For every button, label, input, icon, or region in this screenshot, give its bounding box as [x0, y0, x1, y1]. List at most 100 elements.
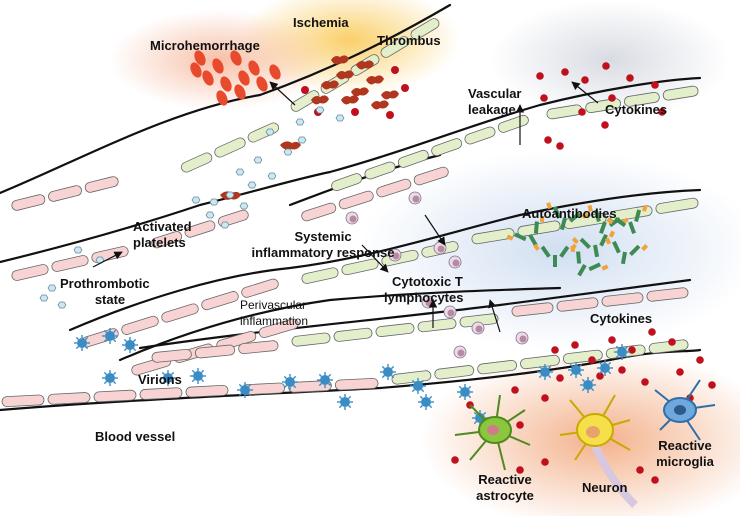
- endothelial-cell: [194, 344, 236, 359]
- cytokine: [556, 374, 564, 382]
- virion-spike: [348, 405, 352, 409]
- virion-spike: [248, 393, 252, 397]
- cytokine: [551, 346, 559, 354]
- antibody: [571, 230, 615, 258]
- cytokine: [578, 108, 586, 116]
- antibody: [606, 204, 648, 234]
- virion-spike: [113, 339, 117, 343]
- activated-platelets: [39, 106, 345, 309]
- antibody: [546, 202, 589, 231]
- endothelial-cell: [624, 91, 660, 107]
- virion-spike: [133, 338, 137, 342]
- antibody: [570, 245, 609, 277]
- thrombus-cytokine: [351, 108, 359, 116]
- label-activated-platelets-1: Activated: [133, 219, 192, 234]
- virion: [571, 365, 581, 375]
- virion: [583, 380, 593, 390]
- virion-spike: [538, 365, 542, 369]
- virion: [413, 381, 423, 391]
- endothelial-cell: [301, 202, 337, 222]
- endothelial-cell: [662, 85, 699, 101]
- neuron-cell: [559, 394, 638, 508]
- virion: [617, 347, 627, 357]
- cytokine: [571, 341, 579, 349]
- virion-spike: [391, 375, 395, 379]
- endothelial-cell: [51, 255, 89, 272]
- cytokine: [668, 338, 676, 346]
- cytokine: [626, 74, 634, 82]
- virion-spike: [381, 375, 385, 379]
- endothelial-cell: [1, 394, 45, 408]
- virion-spike: [608, 371, 612, 375]
- endothelial-cell: [93, 389, 137, 403]
- microhemorrhage-rbcs: [190, 50, 281, 106]
- endothelial-cell: [47, 392, 91, 405]
- virion-spike: [113, 329, 117, 333]
- thrombus-fragment: [280, 141, 301, 150]
- virion-spike: [171, 381, 175, 385]
- platelet: [47, 284, 57, 292]
- label-systemic-1: Systemic: [294, 229, 352, 244]
- cytokine: [608, 336, 616, 344]
- label-perivascular-1: Perivascular: [240, 298, 307, 312]
- endothelial-cell: [180, 152, 213, 173]
- platelet: [95, 256, 105, 264]
- cytokine: [641, 378, 649, 386]
- virion: [475, 413, 485, 423]
- thrombus-fragment: [336, 70, 354, 80]
- virion-spike: [598, 371, 602, 375]
- endothelial-cell: [364, 161, 396, 180]
- arrow-prothrombotic: [92, 251, 123, 268]
- label-neuron: Neuron: [582, 480, 628, 495]
- virion-spike: [569, 363, 573, 367]
- platelet: [205, 211, 215, 219]
- endothelial-cell: [241, 278, 279, 298]
- virion-spike: [171, 371, 175, 375]
- endothelial-cell: [338, 190, 374, 210]
- virion-spike: [191, 369, 195, 373]
- endothelial-cell: [333, 327, 373, 342]
- virion-spike: [625, 345, 629, 349]
- endothelial-cell: [380, 36, 410, 58]
- cytokine: [541, 458, 549, 466]
- endothelial-cell: [410, 18, 440, 40]
- thrombus-cytokine: [401, 84, 409, 92]
- cytokine: [601, 121, 609, 129]
- virion-spike: [548, 365, 552, 369]
- virion-spike: [598, 361, 602, 365]
- virion: [340, 397, 350, 407]
- virion-spike: [615, 345, 619, 349]
- endothelial-cell: [291, 332, 331, 347]
- cytokine: [536, 72, 544, 80]
- virion-spike: [429, 405, 433, 409]
- endothelial-cell: [301, 267, 339, 284]
- virion: [193, 371, 203, 381]
- virion-spike: [569, 373, 573, 377]
- endothelial-cell: [417, 318, 457, 333]
- cytokine: [696, 356, 704, 364]
- platelet: [39, 294, 49, 302]
- virion-spike: [625, 355, 629, 359]
- virion-spike: [318, 383, 322, 387]
- label-thrombus: Thrombus: [377, 33, 441, 48]
- cytokine: [556, 142, 564, 150]
- antibody: [605, 237, 649, 265]
- virion-spike: [123, 338, 127, 342]
- lymphocyte-nucleus: [519, 335, 527, 343]
- virion-spike: [103, 381, 107, 385]
- thrombus-fragment: [371, 100, 389, 110]
- virion-spike: [581, 388, 585, 392]
- reactive-astrocyte-cell: [454, 394, 531, 471]
- endothelial-cell: [151, 231, 183, 249]
- endothelial-cell: [655, 197, 699, 214]
- virion-spike: [419, 395, 423, 399]
- lymphocyte-nucleus: [392, 252, 400, 260]
- label-reactive-microglia-1: Reactive: [658, 438, 712, 453]
- virion-spike: [338, 405, 342, 409]
- cytokine: [651, 476, 659, 484]
- virion-spike: [328, 373, 332, 377]
- cytokine: [618, 366, 626, 374]
- virion-spike: [473, 421, 477, 425]
- endothelial-cell: [471, 228, 515, 245]
- virion-spike: [113, 371, 117, 375]
